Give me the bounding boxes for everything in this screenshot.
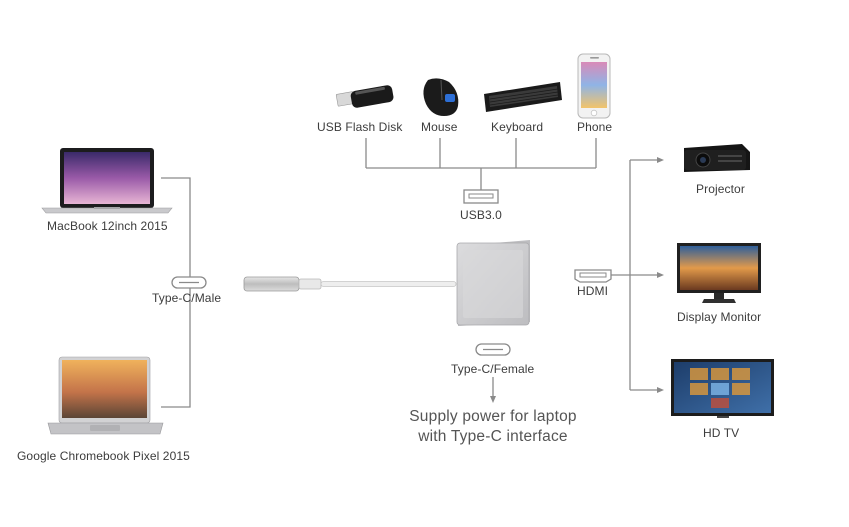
power-note-line2: with Type-C interface xyxy=(418,428,568,445)
projector-label: Projector xyxy=(696,182,745,196)
phone-icon xyxy=(577,53,611,119)
macbook-label: MacBook 12inch 2015 xyxy=(47,219,168,233)
type-c-male-port-icon xyxy=(171,276,207,289)
type-c-male-label: Type-C/Male xyxy=(152,291,222,305)
macbook-icon xyxy=(41,148,173,214)
power-arrow xyxy=(490,377,496,403)
adapter-device xyxy=(456,240,530,326)
hd-tv-icon xyxy=(671,359,774,418)
keyboard-label: Keyboard xyxy=(491,120,544,134)
display-monitor-label: Display Monitor xyxy=(677,310,762,324)
usb-flash-disk-icon xyxy=(335,85,394,108)
type-c-female-port-icon xyxy=(475,343,511,356)
arrowheads xyxy=(657,157,664,393)
type-c-cable xyxy=(243,276,457,292)
projector-icon xyxy=(684,144,750,172)
phone-label: Phone xyxy=(577,120,613,134)
power-note: Supply power for laptop with Type-C inte… xyxy=(393,407,593,447)
chromebook-icon xyxy=(47,356,164,435)
usb-port-label: USB3.0 xyxy=(460,208,502,222)
usb-flash-disk-label: USB Flash Disk xyxy=(317,120,403,134)
host-bracket-lines xyxy=(161,177,191,408)
input-bracket-lines xyxy=(365,138,597,190)
hdmi-label: HDMI xyxy=(577,284,609,298)
mouse-label: Mouse xyxy=(421,120,458,134)
output-bracket-lines xyxy=(611,159,660,391)
type-c-female-label: Type-C/Female xyxy=(451,362,535,376)
hdmi-port-icon xyxy=(574,269,612,283)
power-note-line1: Supply power for laptop xyxy=(409,408,577,425)
hd-tv-label: HD TV xyxy=(703,426,740,440)
chromebook-label: Google Chromebook Pixel 2015 xyxy=(17,449,190,463)
mouse-icon xyxy=(423,78,459,116)
display-monitor-icon xyxy=(677,243,761,303)
keyboard-icon xyxy=(484,82,562,112)
usb-port-icon xyxy=(463,189,499,204)
